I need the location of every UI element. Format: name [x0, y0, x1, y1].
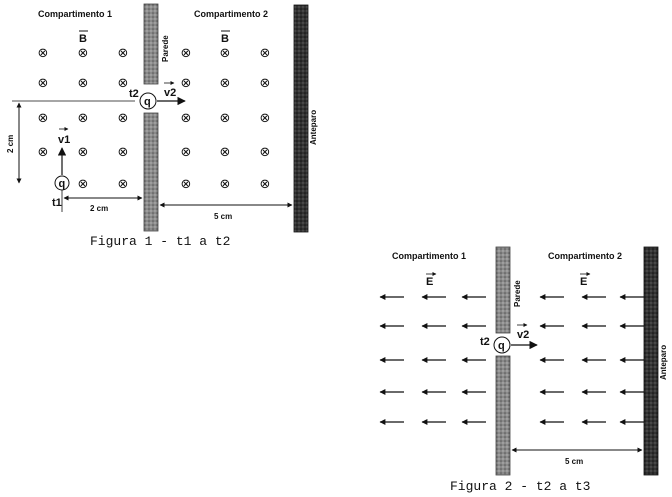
fig2-dim-screen-label: 5 cm	[565, 457, 583, 466]
fig1-screen-label: Anteparo	[309, 110, 318, 145]
b-field-into-page-symbol: ⊗	[260, 76, 271, 91]
fig1-time-t2: t2	[129, 88, 139, 100]
fig1-charge-t2	[139, 92, 157, 110]
b-field-into-page-symbol: ⊗	[220, 111, 231, 126]
b-field-into-page-symbol: ⊗	[118, 111, 129, 126]
b-field-into-page-symbol: ⊗	[118, 177, 129, 192]
fig1-caption: Figura 1 - t1 a t2	[90, 234, 230, 249]
fig1-wall-lower	[143, 112, 159, 232]
fig1-charge-t1	[54, 175, 70, 191]
fig1-magnetic-field-into-page: ⊗ ⊗ ⊗ ⊗ ⊗ ⊗ ⊗ ⊗ ⊗ ⊗ ⊗ ⊗ ⊗ ⊗ ⊗ ⊗ ⊗ ⊗ ⊗ ⊗ ⊗ ⊗ ⊗ ⊗ ⊗ ⊗ ⊗ ⊗ ⊗	[38, 46, 271, 192]
b-field-into-page-symbol: ⊗	[220, 46, 231, 61]
fig2-field-label-left: E	[426, 272, 437, 288]
fig2-compartment-2-label: Compartimento 2	[548, 251, 622, 261]
b-field-into-page-symbol: ⊗	[78, 46, 89, 61]
b-field-into-page-symbol: ⊗	[78, 111, 89, 126]
b-field-into-page-symbol: ⊗	[260, 177, 271, 192]
fig1-charge-t2-label: q	[144, 96, 151, 108]
fig1-compartment-2-label: Compartimento 2	[194, 9, 268, 19]
fig1-compartment-1-label: Compartimento 1	[38, 9, 112, 19]
fig1-wall-label: Parede	[161, 35, 170, 62]
fig2-v2-label: v2	[517, 323, 529, 341]
fig2-charge	[493, 336, 511, 354]
b-field-into-page-symbol: ⊗	[181, 46, 192, 61]
fig1-field-label-right: B	[221, 30, 230, 45]
fig1-b-label-left: B	[79, 33, 87, 45]
b-field-into-page-symbol: ⊗	[181, 177, 192, 192]
fig2-e-label-right: E	[580, 276, 587, 288]
fig1-charge-t1-label: q	[59, 178, 66, 190]
fig2-screen-label: Anteparo	[659, 345, 668, 380]
b-field-into-page-symbol: ⊗	[181, 76, 192, 91]
fig1-v2-label: v2	[164, 81, 176, 99]
fig1-screen	[293, 4, 309, 233]
fig2-wall-lower	[495, 355, 511, 476]
fig2-field-label-right: E	[580, 272, 591, 288]
fig2-charge-label: q	[498, 340, 505, 352]
b-field-into-page-symbol: ⊗	[260, 46, 271, 61]
fig2-wall-upper	[495, 246, 511, 334]
fig1-time-t1: t1	[52, 197, 62, 209]
b-field-into-page-symbol: ⊗	[181, 111, 192, 126]
b-field-into-page-symbol: ⊗	[78, 76, 89, 91]
fig2-electric-field-arrows	[379, 294, 644, 425]
b-field-into-page-symbol: ⊗	[38, 46, 49, 61]
svg-text:v1: v1	[58, 134, 70, 146]
b-field-into-page-symbol: ⊗	[78, 145, 89, 160]
b-field-into-page-symbol: ⊗	[38, 145, 49, 160]
fig1-wall-upper	[143, 3, 159, 85]
b-field-into-page-symbol: ⊗	[260, 145, 271, 160]
b-field-into-page-symbol: ⊗	[78, 177, 89, 192]
b-field-into-page-symbol: ⊗	[38, 76, 49, 91]
fig1-b-label-right: B	[221, 33, 229, 45]
fig2-e-label-left: E	[426, 276, 433, 288]
fig2-screen	[643, 246, 659, 476]
fig2-compartment-1-label: Compartimento 1	[392, 251, 466, 261]
b-field-into-page-symbol: ⊗	[38, 111, 49, 126]
b-field-into-page-symbol: ⊗	[260, 111, 271, 126]
b-field-into-page-symbol: ⊗	[220, 76, 231, 91]
b-field-into-page-symbol: ⊗	[118, 46, 129, 61]
b-field-into-page-symbol: ⊗	[220, 177, 231, 192]
b-field-into-page-symbol: ⊗	[220, 145, 231, 160]
b-field-into-page-symbol: ⊗	[118, 76, 129, 91]
figure-2: Compartimento 1 Compartimento 2 E E Pare…	[379, 246, 668, 494]
fig2-wall-label: Parede	[513, 280, 522, 307]
fig1-dim-screen-label: 5 cm	[214, 212, 232, 221]
b-field-into-page-symbol: ⊗	[181, 145, 192, 160]
figure-1: Compartimento 1 Compartimento 2 B B Pare…	[6, 3, 318, 249]
svg-text:v2: v2	[164, 87, 176, 99]
svg-text:v2: v2	[517, 329, 529, 341]
fig2-caption: Figura 2 - t2 a t3	[450, 479, 590, 494]
fig1-dim-vertical-label: 2 cm	[6, 135, 15, 153]
fig1-dim-horizontal-label: 2 cm	[90, 204, 108, 213]
fig1-v1-label: v1	[58, 127, 70, 146]
b-field-into-page-symbol: ⊗	[118, 145, 129, 160]
fig1-field-label-left: B	[79, 30, 88, 45]
fig2-time-t2: t2	[480, 336, 490, 348]
